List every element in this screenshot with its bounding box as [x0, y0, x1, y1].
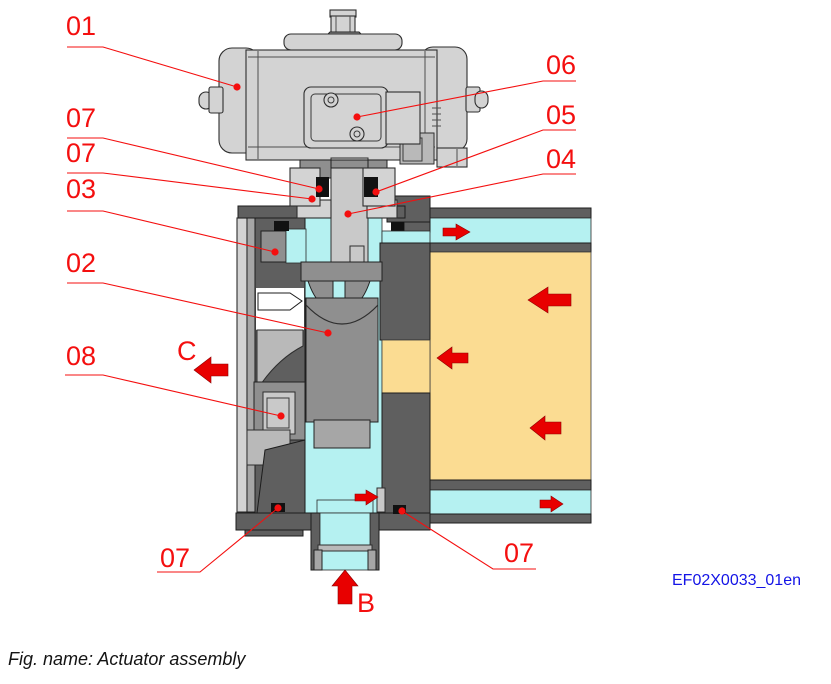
nameplate-side-panel: [385, 91, 421, 145]
leader-05: [375, 129, 576, 193]
leader-dot-05: [372, 188, 380, 196]
leader-dot-06: [353, 113, 361, 121]
leader-04: [347, 173, 576, 215]
pneumatic-actuator: [198, 9, 489, 179]
leader-dot-01: [233, 83, 241, 91]
end-stop-nut-left: [208, 86, 224, 114]
leader-dot-07a: [315, 185, 323, 193]
flow-letter-b: B: [357, 588, 376, 618]
pipe-top-wall: [427, 207, 592, 219]
nameplate-screw-bottom: [349, 126, 365, 142]
flow-arrows: [193, 223, 572, 605]
leader-01: [67, 46, 238, 88]
seat-port-window: [381, 339, 431, 394]
flow-arrow-right-top-channel: [442, 223, 471, 241]
figure-caption: Fig. name: Actuator assembly: [8, 649, 246, 669]
body-bottom-plate-right: [372, 512, 431, 531]
seat-column-upper: [379, 242, 431, 341]
nameplate: [303, 86, 389, 149]
leader-02: [67, 282, 329, 334]
figure-code: EF02X0033_01en: [672, 572, 801, 589]
leader-dot-07d: [398, 507, 406, 515]
flow-arrow-left-lower: [529, 415, 562, 441]
callout-leaders: [65, 46, 576, 573]
body-bottom-plate-left: [235, 512, 318, 531]
inlet-port: [319, 512, 371, 571]
leader-07b: [67, 172, 313, 200]
leader-dot-04: [344, 210, 352, 218]
callout-01: 01: [66, 11, 97, 41]
leader-07c: [157, 507, 279, 573]
callout-06: 06: [546, 50, 577, 80]
flange-seal: [391, 222, 404, 231]
nameplate-screw-top: [323, 92, 339, 108]
flow-arrow-left-large: [527, 286, 572, 314]
bonnet-inner-wall: [246, 217, 256, 513]
pipe-bottom-wall: [429, 513, 592, 524]
callout-07-upper: 07: [66, 103, 97, 133]
bonnet-outer-wall: [236, 217, 248, 513]
callout-08: 08: [66, 341, 97, 371]
callout-02: 02: [66, 248, 97, 278]
bonnet-seal-top: [274, 221, 289, 231]
leader-dot-02: [324, 329, 332, 337]
valve-plug: [305, 297, 379, 423]
callout-07-bottom-left: 07: [160, 543, 191, 573]
pipe-mid-wall: [429, 479, 592, 491]
top-port: [330, 15, 356, 34]
actuator-top-plate: [283, 33, 403, 51]
callout-07-bottom-right: 07: [504, 538, 535, 568]
side-bracket: [436, 147, 468, 168]
leader-07d: [401, 510, 536, 570]
leader-06: [356, 80, 576, 118]
callout-07-lower: 07: [66, 138, 97, 168]
flow-arrow-right-bottom-channel: [539, 495, 564, 513]
flow-letter-c: C: [177, 336, 197, 366]
pipe-seat-strip: [427, 242, 592, 253]
plug-disc: [300, 261, 383, 282]
flow-arrow-outlet-c: [193, 356, 229, 384]
valve-body-section: [235, 157, 592, 571]
leader-03: [67, 210, 276, 253]
bonnet-bolt: [257, 292, 303, 311]
end-stop-knob-right: [474, 90, 489, 109]
callout-05: 05: [546, 100, 577, 130]
leader-07a: [67, 137, 320, 190]
flow-arrow-right-bore: [354, 489, 379, 506]
leader-dot-03: [271, 248, 279, 256]
gland-follower: [260, 230, 287, 263]
callout-03: 03: [66, 174, 97, 204]
leader-dot-07c: [274, 504, 282, 512]
plug-nose: [313, 419, 371, 449]
leader-08: [65, 374, 282, 417]
gland-block-left: [289, 167, 321, 207]
seat-column-lower: [381, 392, 431, 516]
leader-dot-08: [277, 412, 285, 420]
leader-dot-07b: [308, 195, 316, 203]
medium-block: [429, 251, 592, 481]
flow-arrow-left-seat: [436, 346, 469, 370]
callout-04: 04: [546, 144, 577, 174]
flow-channel-bottom: [429, 489, 592, 515]
flow-arrow-inlet-b: [331, 569, 359, 605]
